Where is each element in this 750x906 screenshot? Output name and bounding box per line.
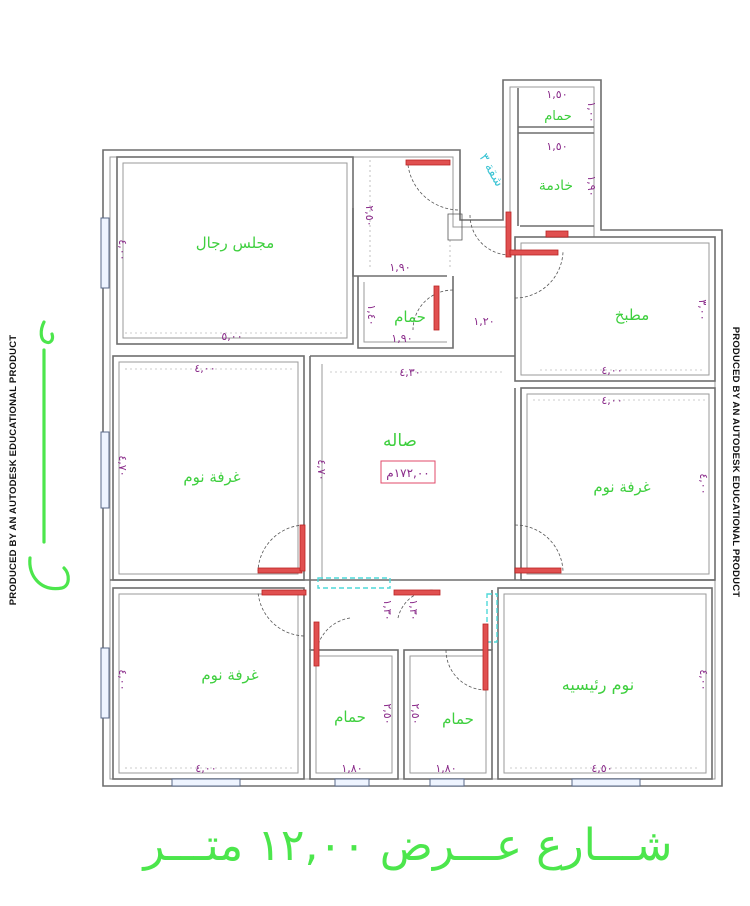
room-bedroom-bottom-left: غرفة نوم [201,666,258,684]
dim-190-b: ١,٩٠ [391,332,412,345]
dim-190-a: ١,٩٠ [389,261,410,274]
room-hall: صاله [383,431,417,451]
dim-400-bottom-left-side: ٤,٠٠ [116,669,129,690]
glass-partitions [317,577,498,643]
handwritten-mark [28,320,70,591]
room-majlis: مجلس رجال [196,234,275,252]
room-bath-bottom-right: حمام [442,710,474,728]
area-value: ١٧٢,٠٠م [386,466,429,480]
dim-180-a: ١,٨٠ [341,762,362,775]
dim-400-bottom: ٤,٠٠ [195,762,216,775]
area-badge: ١٧٢,٠٠م [380,460,436,484]
room-bath-bottom-left: حمام [334,708,366,726]
dimensions: ١,٥٠ ١,٠٠ ١,٥٠ ١,٩٠ ٢,٥٠ ١,٩٠ ١,٤٠ ١,٩٠ … [116,88,710,775]
dim-400-master-side: ٤,٠٠ [697,669,710,690]
side-watermark-right: PRODUCED BY AN AUTODESK EDUCATIONAL PROD… [730,327,741,598]
dim-400-majlis: ٤,٠٠ [116,239,129,260]
room-bedroom-right: غرفة نوم [593,478,650,496]
dim-300: ٣,٠٠ [696,299,709,320]
maid-block [517,88,594,227]
dim-140: ١,٤٠ [365,304,378,325]
dim-430: ٤,٣٠ [399,366,420,379]
room-bath-top: حمام [394,308,426,326]
dim-400-bedR-top: ٤,٠٠ [601,394,622,407]
windows [100,217,641,787]
dim-250-top: ٢,٥٠ [363,205,376,226]
dim-150-b: ١,٥٠ [546,140,567,153]
dim-130-a: ١,٣٠ [381,599,394,620]
kitchen-walls [514,236,716,382]
room-bedroom-left: غرفة نوم [183,468,240,486]
dim-180-b: ١,٨٠ [435,762,456,775]
apartment-label: شقة ٣ [476,151,507,189]
bottom-baths-walls [309,590,493,780]
room-labels: مجلس رجال مطبخ صاله غرفة نوم غرفة نوم غر… [183,109,650,728]
hall-walls [309,355,516,590]
dim-120: ١,٢٠ [473,315,494,328]
dim-130-b: ١,٣٠ [407,599,420,620]
room-maid: خادمة [539,178,573,194]
dim-250-bath-a: ٢,٥٠ [381,703,394,724]
room-kitchen: مطبخ [615,306,650,324]
guides [125,160,705,769]
dim-150-a: ١,٥٠ [546,88,567,101]
street-label: شـــارع عـــرض ١٢,٠٠ متـــر [141,820,672,871]
room-master: نوم رئيسيه [562,675,634,695]
doors [257,159,569,691]
dim-190-maid: ١,٩٠ [585,175,598,196]
room-bath-maid: حمام [544,109,572,124]
dim-470-left: ٤,٧٠ [116,455,129,476]
dim-250-bath-b: ٢,٥٠ [409,703,422,724]
dim-400-bedL-top: ٤,٠٠ [194,362,215,375]
dim-450: ٤,٥٠ [591,762,612,775]
dim-470-hall: ٤,٧٠ [315,459,328,480]
dim-500: ٥,٠٠ [221,330,242,343]
dim-100: ١,٠٠ [585,101,598,122]
dim-400-bedR-side: ٤,٠٠ [697,473,710,494]
side-watermark-left: PRODUCED BY AN AUTODESK EDUCATIONAL PROD… [8,335,19,606]
dim-400-kitchen: ٤,٠٠ [601,364,622,377]
majlis-walls [116,156,454,349]
